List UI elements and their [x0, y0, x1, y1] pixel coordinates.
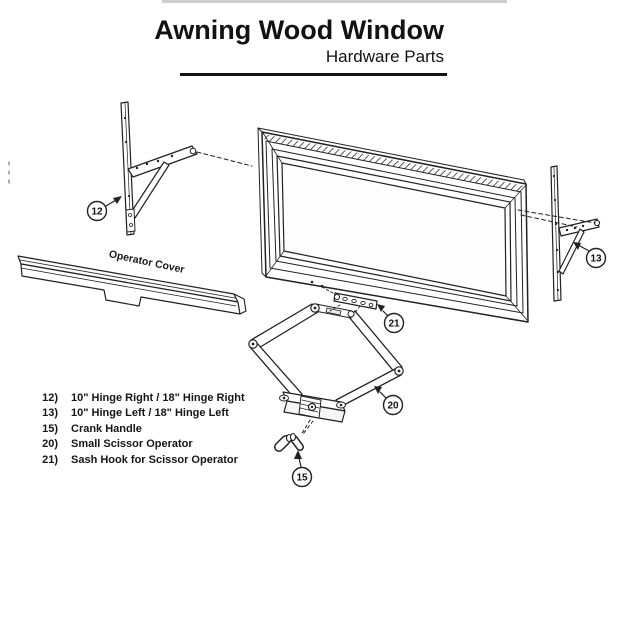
parts-list-item: 13) 10" Hinge Left / 18" Hinge Left	[32, 406, 245, 421]
callout-12: 12	[86, 196, 122, 222]
callout-21: 21	[377, 304, 405, 334]
part-description: Crank Handle	[71, 422, 142, 435]
callout-13: 13	[573, 242, 607, 269]
parts-list-item: 21) Sash Hook for Scissor Operator	[32, 453, 245, 468]
title-block: Awning Wood Window Hardware Parts	[0, 16, 444, 67]
callout-21-label: 21	[388, 319, 400, 330]
callout-15-label: 15	[296, 473, 308, 484]
sash-screw	[310, 280, 314, 284]
parts-list-item: 12) 10" Hinge Right / 18" Hinge Right	[32, 391, 245, 406]
hinge-13-guide-dash	[517, 209, 596, 224]
hinge-12-guide-dash	[196, 151, 253, 167]
part-number: 21)	[42, 453, 58, 466]
sash-screw	[320, 284, 324, 288]
scissor-operator-20	[248, 303, 404, 436]
frame-hatch-band	[263, 134, 525, 192]
sash-hook-21	[319, 285, 378, 315]
crank-handle-15	[274, 420, 314, 452]
part-description: Small Scissor Operator	[71, 438, 193, 451]
page-subtitle: Hardware Parts	[325, 47, 444, 67]
callout-20-label: 20	[387, 401, 399, 412]
hinge-13	[517, 165, 601, 302]
callout-20: 20	[374, 386, 404, 416]
callout-12-label: 12	[91, 207, 103, 218]
part-number: 15)	[42, 422, 58, 435]
parts-list: 12) 10" Hinge Right / 18" Hinge Right 13…	[32, 391, 245, 468]
crank-dash	[300, 419, 311, 436]
part-number: 13)	[42, 407, 58, 420]
parts-list-item: 20) Small Scissor Operator	[32, 437, 245, 452]
operator-cover-label: Operator Cover	[108, 248, 186, 276]
part-number: 20)	[42, 438, 58, 451]
window-frame	[257, 127, 529, 323]
hinge-13-guide-dash	[520, 214, 578, 228]
hinge-12-arm	[127, 145, 198, 178]
hinge-12-bracket	[125, 208, 136, 233]
part-description: 10" Hinge Left / 18" Hinge Left	[71, 407, 229, 420]
part-number: 12)	[42, 392, 58, 404]
parts-list-item: 15) Crank Handle	[32, 422, 245, 437]
crank-dash	[302, 420, 314, 435]
hinge-13-brace	[558, 228, 585, 275]
part-description: 10" Hinge Right / 18" Hinge Right	[71, 392, 245, 404]
callout-13-label: 13	[590, 254, 602, 265]
top-edge-artifact	[162, 0, 507, 3]
page-title: Awning Wood Window	[154, 15, 444, 45]
callout-15: 15	[291, 450, 313, 488]
title-underline	[180, 73, 447, 76]
operator-cover: Operator Cover	[17, 248, 247, 315]
hinge-13-arm	[558, 218, 600, 237]
part-description: Sash Hook for Scissor Operator	[71, 453, 238, 466]
hinge-12	[120, 101, 253, 236]
